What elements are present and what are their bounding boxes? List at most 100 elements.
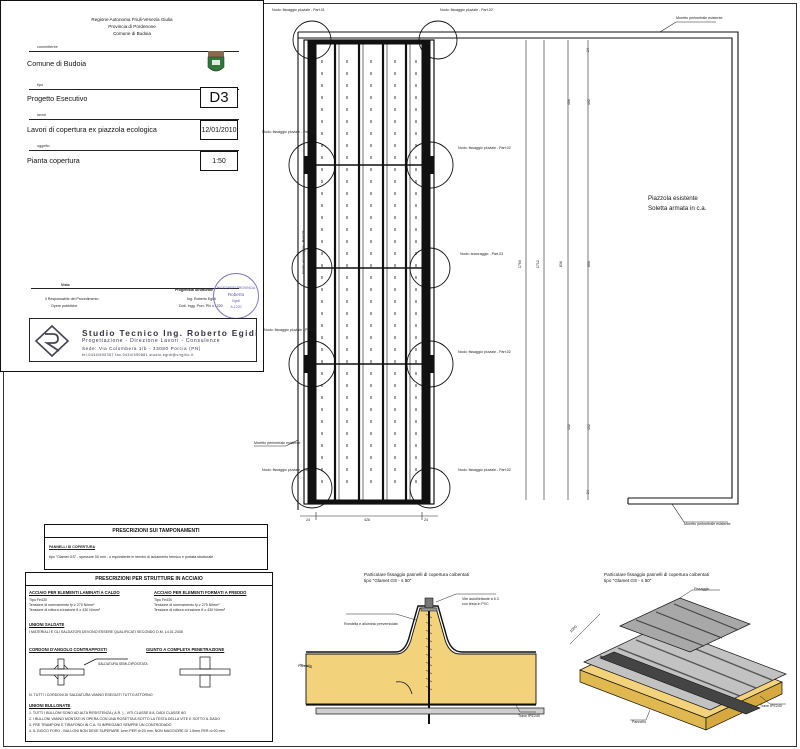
subject-value: Pianta copertura xyxy=(27,156,80,165)
spec-line: Tensione di snervamento fy ≥ 275 N/mm² xyxy=(29,603,95,607)
steel-frame xyxy=(303,39,435,505)
label-beam: Trave IPE240 xyxy=(760,704,782,708)
client-label: committente xyxy=(37,45,58,49)
bolt-heading: UNIONI BULLONATE xyxy=(29,703,71,708)
studio-banner: Studio Tecnico Ing. Roberto Egidi Proget… xyxy=(29,318,257,362)
callout-label: Nodo: fissaggio pluviale - Part.02 xyxy=(264,328,317,332)
sheet-border xyxy=(3,3,797,747)
existing-wall xyxy=(297,31,739,510)
callout-label: Nodo: fissaggio pluviale - Part.02 xyxy=(262,468,315,472)
callout-label: Nodo: fissaggio pluviale - Part.02 xyxy=(458,350,511,354)
panel-heading: PANNELLI DI COPERTURA xyxy=(49,545,96,549)
label-purlin: Trave IPE240 xyxy=(518,714,540,718)
detail-left-section xyxy=(299,593,545,724)
divider xyxy=(29,150,239,151)
wall-label: Muretto perimetrale esistente xyxy=(254,441,301,445)
label-screw: Vite autofilettante a 6.3 xyxy=(462,597,499,601)
existing-slab-label: Soletta armata in c.a. xyxy=(648,205,707,212)
detail-callout-circles xyxy=(288,20,458,509)
weld-sketches: SALDATURA SEMI-DIPOSITATA xyxy=(39,656,231,688)
spec-line: Tensione di rottura a trazione ft ≥ 430 … xyxy=(29,608,101,612)
callout-label: Nodo: fissaggio pluviale - Part.02 xyxy=(440,8,493,12)
header-region: Regione Autonoma Friuli-Venezia Giulia xyxy=(91,17,173,22)
callout-label: Nodo: ancoraggio - Part.03 xyxy=(460,252,504,256)
callout-label: Nodo: ancoraggio - Part.03 xyxy=(301,230,306,274)
label-fixing: Fissaggio xyxy=(694,587,710,591)
penetration-heading: GIUNTO A COMPLETA PENETRAZIONE xyxy=(146,647,225,652)
title-block: Regione Autonoma Friuli-Venezia Giulia P… xyxy=(0,0,264,372)
hot-rolled-heading: ACCIAIO PER ELEMENTI LAMINATI A CALDO xyxy=(29,590,120,595)
visto-line: Opere pubbliche xyxy=(51,304,78,308)
divider xyxy=(29,89,239,90)
designer-line: Ing. Roberto Egidi xyxy=(187,297,216,301)
header-province: Provincia di Pordenone xyxy=(108,24,156,29)
label-sealant: Rondella e alluminio preverniciato xyxy=(344,622,398,626)
divider xyxy=(29,119,239,120)
spec-line: Tipo Fe430 xyxy=(29,598,48,602)
subject-label: oggetto xyxy=(37,144,50,148)
dim-value: 432 xyxy=(586,424,591,431)
dim-value: 24 xyxy=(585,490,590,495)
callout-label: Nodo: fissaggio pluviale - Part.02 xyxy=(458,468,511,472)
studio-contacts: tel.0434/590357 fax.0434/590881 studio.e… xyxy=(82,353,194,357)
spec-line: 4. IL GIOCO FORO - BULLONI NON DEVE SUPE… xyxy=(29,729,225,733)
steel-spec-title: PRESCRIZIONI PER STRUTTURE IN ACCIAIO xyxy=(95,576,203,582)
spec-line: N. TUTTI I CORDONI DI SALDATURA VANNO ES… xyxy=(29,693,153,697)
label-panel: Pannello xyxy=(632,720,646,724)
callout-label: Nodo: fissaggio pluviale - Part.02 xyxy=(458,146,511,150)
detail-right-subtitle: tipo "Glamet GS - s 50" xyxy=(604,578,652,583)
project-type-value: Progetto Esecutivo xyxy=(27,94,88,103)
wall-label: Muretto perimetrale esistente xyxy=(684,522,731,526)
spec-line: 1. TUTTI I BULLONI SONO AD ALTA RESISTEN… xyxy=(29,711,186,715)
callout-label: Nodo: fissaggio pluviale - Part.02 xyxy=(262,130,315,134)
dim-value: 24 xyxy=(585,48,590,53)
studio-name: Studio Tecnico Ing. Roberto Egidi xyxy=(82,328,259,338)
work-label: lavori xyxy=(37,113,47,117)
label-panel: Pannello xyxy=(298,664,312,668)
type-label: tipo xyxy=(37,83,44,87)
roof-plan xyxy=(254,20,739,523)
weld-heading: UNIONI SALDATE xyxy=(29,622,65,627)
spec-line: 2. I BULLONI VANNO MONTATI IN OPERA CON … xyxy=(29,717,221,721)
divider xyxy=(31,288,239,289)
dimension-lines xyxy=(300,40,589,520)
weld-note: SALDATURA SEMI-DIPOSITATA xyxy=(98,662,148,666)
studio-logo-icon xyxy=(34,324,70,358)
dim-value: 406 xyxy=(566,99,571,106)
client-value: Comune di Budoia xyxy=(27,59,87,68)
spec-line: Tensione di rottura a trazione ft ≥ 430 … xyxy=(154,608,226,612)
spec-line: Tensione di snervamento fy ≥ 275 N/mm² xyxy=(154,603,220,607)
drawing-code: D3 xyxy=(200,87,238,108)
label-washer: con testa in PVC xyxy=(462,602,489,606)
spec-line: I MATERIALI E GLI SALDATORI DEVONO ESSER… xyxy=(29,630,183,634)
detail-right-isometric: 1000 xyxy=(569,589,787,731)
dim-value: 402 xyxy=(586,99,591,106)
drawing-scale: 1:50 xyxy=(200,151,238,171)
header-municipality: Comune di Budoia xyxy=(113,31,151,36)
fillet-heading: CORDONI D'ANGOLO CONTRAPPOSTI xyxy=(29,647,107,652)
dim-value: 432 xyxy=(566,424,571,431)
visto-line: Il Responsabile del Procedimento xyxy=(45,297,99,301)
studio-address: Sede: Via Colombera 1/b - 33080 Porcia (… xyxy=(82,346,201,351)
dim-value: 1000 xyxy=(569,625,578,634)
dim-value: 24 xyxy=(306,518,310,522)
dim-value: 836 xyxy=(558,261,563,268)
wall-label: Muretto perimetrale esistente xyxy=(676,16,723,20)
cold-formed-heading: ACCIAIO PER ELEMENTI FORMATI A FREDDO xyxy=(154,590,247,595)
spec-line: 3. FRE TRAMPONI E TIRAFONDI IN C.A. SI I… xyxy=(29,723,172,727)
steel-spec-box: PRESCRIZIONI PER STRUTTURE IN ACCIAIO AC… xyxy=(25,572,273,742)
dim-value: 1760 xyxy=(517,260,522,269)
tamponamenti-title: PRESCRIZIONI SUI TAMPONAMENTI xyxy=(112,528,200,534)
municipality-crest-icon xyxy=(207,51,225,72)
detail-left-subtitle: tipo "Glamet GS - s 50" xyxy=(364,578,412,583)
dim-value: 426 xyxy=(364,518,370,522)
callout-label: Nodo: fissaggio pluviale - Part.01 xyxy=(272,8,325,12)
designer-label: Progettista Strutturale xyxy=(175,288,213,292)
dim-value: 600 xyxy=(586,261,591,268)
existing-slab-label: Piazzola esistente xyxy=(648,195,698,202)
divider xyxy=(29,51,239,52)
detail-left-title: Particolare fissaggio pannelli di copert… xyxy=(364,572,469,577)
dim-value: 24 xyxy=(424,518,428,522)
tamponamenti-box: PRESCRIZIONI SUI TAMPONAMENTI PANNELLI D… xyxy=(44,524,268,570)
studio-subtitle: Progettazione - Direzione Lavori - Consu… xyxy=(82,338,221,344)
